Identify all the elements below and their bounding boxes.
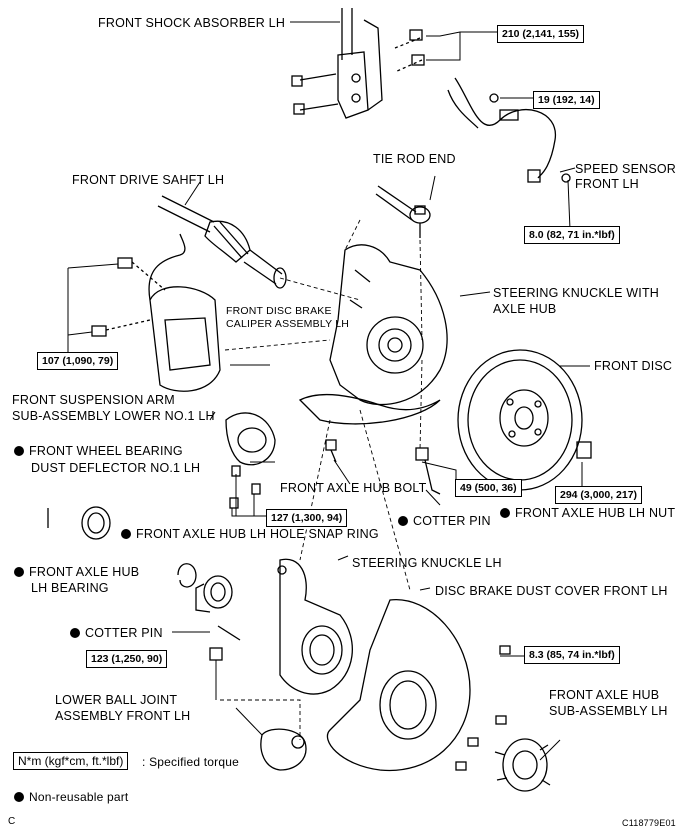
tie-rod-drawing xyxy=(375,185,431,238)
torque-box-127: 127 (1,300, 94) xyxy=(266,509,348,527)
corner-letter: C xyxy=(8,816,16,827)
speed-sensor-drawing xyxy=(447,77,571,183)
knuckle-hub-drawing xyxy=(298,244,448,425)
label-speed-sensor-line1: SPEED SENSOR xyxy=(575,162,677,176)
torque-box-210: 210 (2,141, 155) xyxy=(497,25,585,43)
non-reusable-dot xyxy=(14,567,24,577)
castle-nut-drawing xyxy=(415,447,429,461)
label-front-disc: FRONT DISC xyxy=(594,359,673,373)
label-steering-knuckle-hub-line1: STEERING KNUCKLE WITH xyxy=(493,286,660,300)
torque-box-49: 49 (500, 36) xyxy=(455,479,522,497)
torque-box-123: 123 (1,250, 90) xyxy=(86,650,168,668)
torque-box-107: 107 (1,090, 79) xyxy=(37,352,119,370)
label-hub-nut: FRONT AXLE HUB LH NUT xyxy=(500,506,675,521)
non-reusable-dot xyxy=(500,508,510,518)
label-front-drive-shaft: FRONT DRIVE SAHFT LH xyxy=(72,173,225,187)
label-suspension-arm-line2: SUB-ASSEMBLY LOWER NO.1 LH xyxy=(12,409,215,423)
cotter-pin-drawing xyxy=(424,459,441,495)
non-reusable-dot xyxy=(121,529,131,539)
castle-nut-2-drawing xyxy=(209,647,223,661)
legend-unit-text: : Specified torque xyxy=(142,755,239,769)
label-ball-joint-line2: ASSEMBLY FRONT LH xyxy=(55,709,191,723)
torque-box-8-0: 8.0 (82, 71 in.*lbf) xyxy=(524,226,620,244)
non-reusable-dot xyxy=(14,792,24,802)
label-speed-sensor-line2: FRONT LH xyxy=(575,177,639,191)
shock-absorber-drawing xyxy=(291,8,425,119)
label-cotter-pin-1: COTTER PIN xyxy=(398,514,491,529)
hub-sub-drawing xyxy=(494,738,551,792)
label-caliper-line1: FRONT DISC BRAKE xyxy=(226,305,332,317)
label-ball-joint-line1: LOWER BALL JOINT xyxy=(55,693,178,707)
front-disc-drawing xyxy=(457,349,583,491)
label-caliper-line2: CALIPER ASSEMBLY LH xyxy=(226,318,350,330)
bolt-group-drawing xyxy=(229,465,261,509)
torque-box-294: 294 (3,000, 217) xyxy=(555,486,643,504)
steering-knuckle-drawing xyxy=(277,558,353,695)
hub-bolt-drawing xyxy=(325,439,337,463)
label-tie-rod-end: TIE ROD END xyxy=(373,152,456,166)
legend-unit-box: N*m (kgf*cm, ft.*lbf) xyxy=(13,752,129,770)
torque-box-8-3: 8.3 (85, 74 in.*lbf) xyxy=(524,646,620,664)
label-front-shock-absorber: FRONT SHOCK ABSORBER LH xyxy=(98,16,286,30)
drive-shaft-drawing xyxy=(157,195,287,289)
cotter-pin-2-drawing xyxy=(217,625,241,641)
label-hub-sub-line2: SUB-ASSEMBLY LH xyxy=(549,704,668,718)
non-reusable-dot xyxy=(14,446,24,456)
label-dust-cover: DISC BRAKE DUST COVER FRONT LH xyxy=(435,584,668,598)
dust-cover-bolts-drawing xyxy=(455,645,511,771)
snap-ring-drawing xyxy=(47,506,111,540)
label-cotter-pin-2: COTTER PIN xyxy=(70,626,163,641)
dust-deflector-drawing xyxy=(225,412,276,466)
label-dust-deflector-line2: DUST DEFLECTOR NO.1 LH xyxy=(31,461,201,475)
caliper-drawing xyxy=(91,233,221,392)
label-bearing-line2: LH BEARING xyxy=(31,581,109,595)
legend-non-reusable: Non-reusable part xyxy=(14,790,128,804)
label-hub-bolt: FRONT AXLE HUB BOLT xyxy=(280,481,427,495)
torque-box-19: 19 (192, 14) xyxy=(533,91,600,109)
non-reusable-dot xyxy=(398,516,408,526)
label-suspension-arm-line1: FRONT SUSPENSION ARM xyxy=(12,393,175,407)
dust-cover-drawing xyxy=(326,599,471,772)
label-steering-knuckle: STEERING KNUCKLE LH xyxy=(352,556,502,570)
label-snap-ring: FRONT AXLE HUB LH HOLE SNAP RING xyxy=(121,527,379,542)
label-bearing-line1: FRONT AXLE HUB xyxy=(14,565,139,580)
ball-joint-drawing xyxy=(260,728,307,771)
hub-nut-drawing xyxy=(576,441,592,459)
label-steering-knuckle-hub-line2: AXLE HUB xyxy=(493,302,557,316)
label-hub-sub-line1: FRONT AXLE HUB xyxy=(549,688,660,702)
non-reusable-dot xyxy=(70,628,80,638)
figure-code: C118779E01 xyxy=(622,818,676,828)
bearing-drawing xyxy=(177,563,233,613)
label-dust-deflector-line1: FRONT WHEEL BEARING xyxy=(14,444,183,459)
